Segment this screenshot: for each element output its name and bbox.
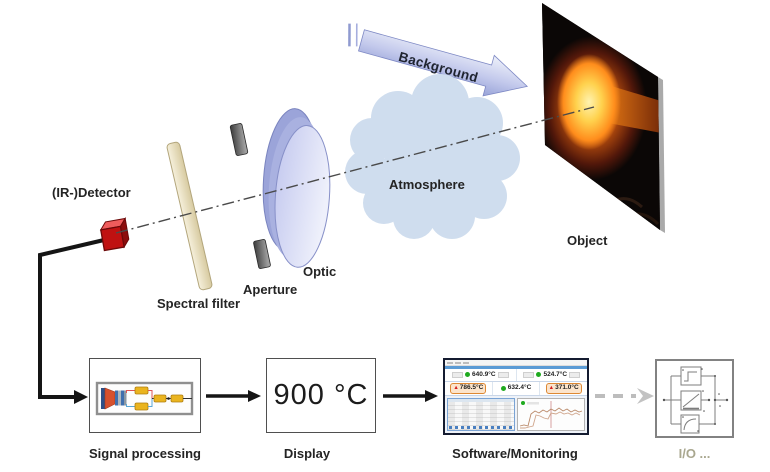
charts-row — [445, 395, 587, 433]
amplifier-block — [134, 402, 149, 411]
reading-cell: 640.9°C — [445, 368, 517, 382]
temperature-readout: 900 °C — [273, 379, 369, 411]
signal-processing-label: Signal processing — [89, 446, 201, 461]
ir-detector-body — [99, 217, 130, 252]
spectral-filter-plate — [166, 141, 213, 291]
readings-row-1: 640.9°C 524.7°C — [445, 368, 588, 383]
software-monitoring-label: Software/Monitoring — [452, 446, 578, 461]
glow-core — [557, 54, 621, 150]
detector-cable — [38, 238, 105, 404]
io-block-diagram — [662, 366, 729, 434]
legend-ok-dot — [521, 400, 525, 405]
reading-cell: 524.7°C — [517, 369, 588, 382]
window-titlebar — [445, 360, 587, 367]
temperature-value: 371.0°C — [555, 384, 579, 392]
display-box: 900 °C — [266, 358, 376, 433]
background-arrow — [348, 23, 529, 97]
temperature-value: 632.4°C — [507, 384, 532, 392]
object-panel — [542, 3, 665, 233]
optic-label: Optic — [303, 264, 337, 279]
atmosphere-label: Atmosphere — [389, 177, 465, 192]
software-monitoring-window: 640.9°C 524.7°C ▲ 786.5°C 632.4°C — [443, 358, 589, 435]
object-label: Object — [567, 233, 608, 248]
atmosphere-cloud — [345, 74, 520, 239]
trend-chart-panel — [517, 397, 585, 431]
reading-cell-alarm: ▲ 371.0°C — [540, 382, 587, 395]
spectral-filter-label: Spectral filter — [157, 296, 241, 311]
accent-bar — [445, 366, 587, 369]
amplifier-block — [170, 394, 184, 403]
io-box — [655, 359, 734, 438]
cable-arrowhead-icon — [74, 390, 88, 404]
display-label: Display — [283, 446, 331, 461]
ok-circle-icon — [464, 372, 470, 378]
reading-cell: 632.4°C — [493, 382, 541, 395]
readings-row-2: ▲ 786.5°C 632.4°C ▲ 371.0°C — [445, 382, 587, 396]
signal-processing-schematic — [95, 381, 194, 416]
data-table-panel — [447, 397, 515, 431]
aperture-blade-top — [229, 123, 249, 156]
optic-lens — [262, 108, 331, 268]
io-label: I/O ... — [678, 446, 711, 461]
temperature-value: 786.5°C — [459, 384, 484, 392]
temperature-value: 524.7°C — [543, 370, 568, 378]
amplifier-block — [134, 386, 149, 395]
alarm-triangle-icon: ▲ — [548, 384, 555, 391]
temperature-value: 640.9°C — [471, 370, 496, 378]
ok-circle-icon — [536, 372, 542, 378]
signal-processing-box — [89, 358, 201, 433]
alarm-triangle-icon: ▲ — [453, 384, 459, 391]
reading-cell-alarm: ▲ 786.5°C — [445, 382, 493, 395]
detector-label: (IR-)Detector — [52, 185, 131, 200]
ok-circle-icon — [500, 386, 506, 392]
amplifier-block — [153, 394, 167, 403]
aperture-blade-bottom — [253, 239, 271, 269]
aperture-label: Aperture — [243, 282, 298, 297]
